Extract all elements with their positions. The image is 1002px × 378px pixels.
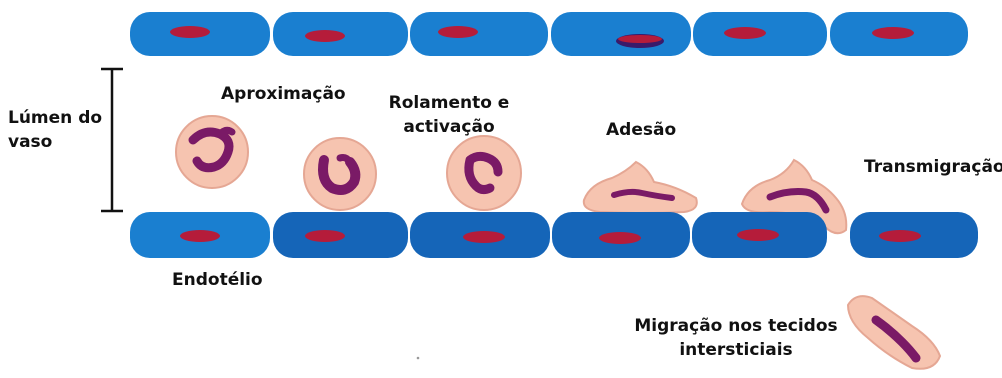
leukocyte-rolling [447,136,521,210]
rolling-label-line1: Rolamento e [380,91,518,115]
transmigration-label: Transmigração [864,155,1002,179]
cell-nucleus [463,231,505,243]
tissue-migration-line1: Migração nos tecidos [628,314,844,338]
endothelial-cell [551,12,691,56]
cell-nucleus [305,30,345,42]
cell-nucleus [724,27,766,39]
cell-nucleus [180,230,220,242]
cell-nucleus [872,27,914,39]
lumen-label: Lúmen do vaso [8,106,102,154]
lumen-bracket [101,69,123,211]
rolling-label-line2: activação [380,115,518,139]
tissue-migration-label: Migração nos tecidos intersticiais [628,314,844,362]
cell-nucleus [438,26,478,38]
cell-nucleus [305,230,345,242]
lumen-label-line1: Lúmen do [8,106,102,130]
adhesion-label: Adesão [606,118,676,142]
stray-dot [417,357,420,360]
lumen-label-line2: vaso [8,130,102,154]
cell-nucleus [879,230,921,242]
rolling-activation-label: Rolamento e activação [380,91,518,139]
cell-nucleus [170,26,210,38]
bottom-endothelium [130,212,978,258]
tissue-migration-line2: intersticiais [628,338,844,362]
cell-nucleus-rim [618,35,662,43]
endothelium-label: Endotélio [172,268,263,292]
leukocyte-tissue-migrating [848,296,940,369]
cell-nucleus [737,229,779,241]
leukocyte-approaching [176,116,248,188]
cell-nucleus [599,232,641,244]
leukocyte-approaching-2 [304,138,376,210]
top-endothelium [130,12,968,56]
leukocyte-adhering [584,162,697,213]
approach-label: Aproximação [221,82,346,106]
endothelial-cell [410,12,548,56]
